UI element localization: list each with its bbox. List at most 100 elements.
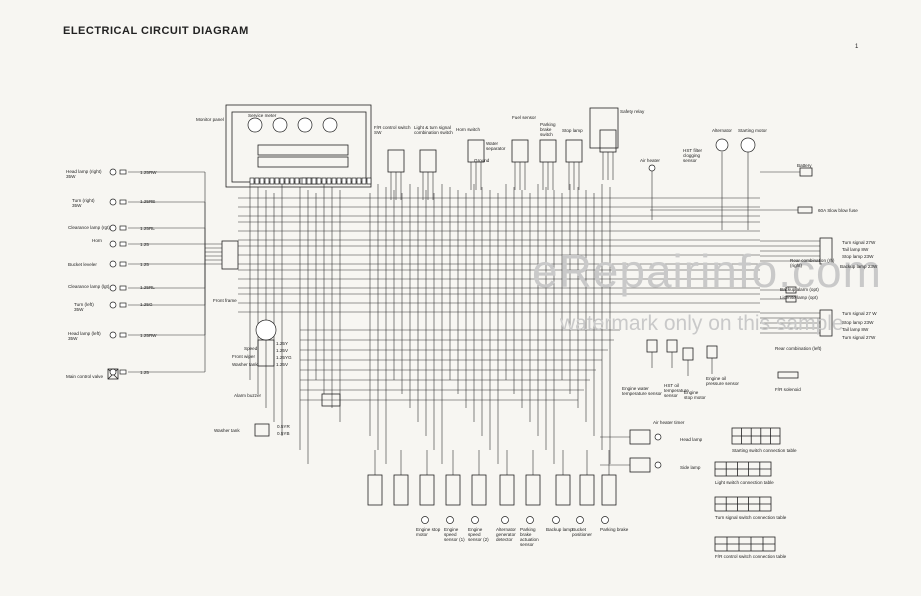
bottom-component <box>555 474 571 506</box>
label-turn-signal-27w-2: Turn signal 27 W <box>842 311 877 316</box>
sensor <box>682 347 694 361</box>
component <box>109 224 117 232</box>
item-number <box>446 516 454 524</box>
item-number <box>576 516 584 524</box>
label-head-lamp: Head lamp <box>680 437 703 442</box>
connector <box>119 199 127 205</box>
switch-connector <box>419 149 437 173</box>
safety-relay <box>589 107 619 149</box>
component <box>109 368 117 376</box>
indicator-strip <box>257 156 349 168</box>
gauge <box>272 117 288 133</box>
bottom-component <box>367 474 383 506</box>
wire-label: 1.25RW <box>140 170 157 175</box>
label-front-wiper: Front wiper <box>232 354 255 359</box>
label-light-turn-switch: Light & turn signal combination switch <box>414 125 453 135</box>
page-number: 1 <box>855 44 859 50</box>
caption-light-switch-table: Light switch connection table <box>715 480 774 485</box>
caption-starting-switch-table: Starting switch connection table <box>732 448 797 453</box>
label-license-lamp: License lamp (opt) <box>780 295 818 300</box>
pin <box>346 177 352 185</box>
switch-connector <box>565 139 583 163</box>
bottom-label-3: Engine speed sensor (2) <box>468 527 489 542</box>
lamp-icon <box>654 461 662 469</box>
label-main-control-valve: Main control valve <box>66 374 104 379</box>
pin <box>279 177 285 185</box>
wire-label: 1.25RL <box>140 285 155 290</box>
label-horn: Horn <box>92 238 102 243</box>
label-bucket-leveler: Bucket leveler <box>68 262 97 267</box>
lamp-icon <box>654 433 662 441</box>
pin <box>356 177 362 185</box>
pin <box>301 177 307 185</box>
bottom-component <box>579 474 595 506</box>
wire-value: 1.25V <box>276 348 289 353</box>
pin <box>361 177 367 185</box>
label-hst-filter: HST filter clogging sensor <box>683 148 703 163</box>
lamp-connector <box>629 429 651 445</box>
bottom-label-1: Engine stop motor <box>416 527 441 537</box>
component <box>109 240 117 248</box>
sensor <box>666 339 678 353</box>
switch-connector <box>599 129 617 153</box>
gauge <box>297 117 313 133</box>
pin <box>306 177 312 185</box>
switch-connector <box>511 139 529 163</box>
label-ground: Ground <box>474 158 490 163</box>
pin <box>351 177 357 185</box>
connector <box>785 295 797 303</box>
wire-value: 0.5YR <box>277 424 290 429</box>
label-safety-relay: Safety relay <box>620 109 645 114</box>
label-fuel-sensor: Fuel sensor <box>512 115 537 120</box>
indicator-strip <box>257 144 349 156</box>
page-title: ELECTRICAL CIRCUIT DIAGRAM <box>63 25 249 37</box>
wire-label: 1.25RW <box>140 333 157 338</box>
connector <box>119 261 127 267</box>
pin <box>254 177 260 185</box>
switch-connector <box>387 149 405 173</box>
label-side-lamp: Side lamp <box>680 465 701 470</box>
connector <box>119 285 127 291</box>
pin <box>316 177 322 185</box>
label-backup-lamp-23w: Backup lamp 23W <box>840 264 878 269</box>
pin <box>321 177 327 185</box>
label-clearance-right: Clearance lamp (rgt) <box>68 225 110 230</box>
pin <box>289 177 295 185</box>
label-stop-lamp: Stop lamp <box>562 128 583 133</box>
label-alternator: Alternator <box>712 128 732 133</box>
component <box>109 260 117 268</box>
wire-label: 1.25RE <box>140 199 156 204</box>
bottom-component <box>445 474 461 506</box>
bottom-component <box>419 474 435 506</box>
component <box>109 168 117 176</box>
pin <box>274 177 280 185</box>
bottom-component <box>601 474 617 506</box>
label-fr-solenoid: F/R solenoid <box>775 387 801 392</box>
label-hst-oil-temp: HST oil temperature sensor <box>664 383 689 398</box>
label-head-lamp-left: Head lamp (left) 35W <box>68 331 101 341</box>
fr-solenoid <box>777 371 799 379</box>
pin <box>331 177 337 185</box>
bottom-label-8: Parking brake <box>600 527 629 532</box>
label-water-separator: Water separator <box>486 141 506 151</box>
wire-value: 1.25YG <box>276 355 292 360</box>
pin <box>311 177 317 185</box>
connector <box>785 286 797 294</box>
label-engine-water-temp: Engine water temperature sensor <box>622 386 662 396</box>
label-turn-signal-27w-3: Turn signal 27W <box>842 335 876 340</box>
starting-motor <box>740 137 756 153</box>
pin <box>326 177 332 185</box>
bottom-label-2: Engine speed sensor (1) <box>444 527 465 542</box>
sensor <box>646 339 658 353</box>
bottom-label-5: Parking brake actuation sensor <box>520 527 539 547</box>
wire-label: 1.25 <box>140 370 149 375</box>
wire-label: 1.25G <box>140 302 153 307</box>
switch-connector <box>467 139 485 163</box>
monitor-panel <box>225 104 372 188</box>
label-air-heater-timer: Air heater timer <box>653 420 685 425</box>
label-parking-brake-switch: Parking brake switch <box>540 122 556 137</box>
bottom-component <box>525 474 541 506</box>
label-front-frame: Front frame <box>213 298 237 303</box>
gauge <box>247 117 263 133</box>
